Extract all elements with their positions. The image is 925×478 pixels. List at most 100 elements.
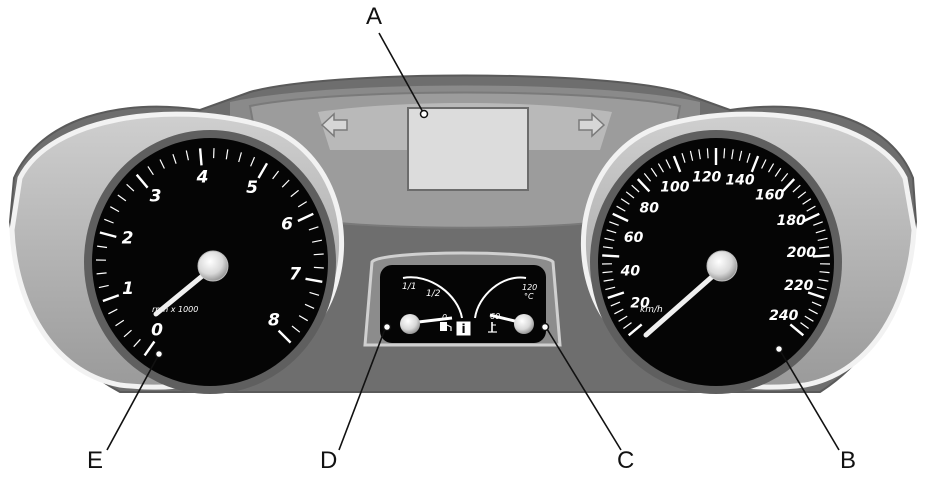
tachometer-tick [305, 277, 323, 283]
speedometer-number-20: 20 [630, 295, 650, 311]
tachometer-tick [308, 226, 319, 231]
speedometer-tick [819, 271, 830, 274]
tachometer-number-2: 2 [122, 229, 134, 249]
tachometer-tick [102, 294, 120, 303]
fuel-full-label: 1/1 [402, 282, 416, 292]
speedometer-tick [738, 150, 743, 161]
tachometer-tick [185, 150, 189, 161]
tachometer-tick [257, 162, 269, 179]
tachometer-tick [277, 329, 292, 344]
fuel-pump-icon [440, 322, 452, 331]
tachometer-number-7: 7 [289, 265, 301, 285]
speedometer-tick [746, 153, 751, 163]
info-icon-glyph: i [461, 322, 465, 336]
speedometer-tick [706, 148, 709, 159]
speedometer-tick [815, 229, 826, 234]
left-turn-signal-icon [320, 112, 348, 138]
tachometer-tick [98, 284, 109, 289]
speedometer-tick [723, 148, 726, 159]
tachometer-number-8: 8 [268, 311, 280, 331]
tachometer-ticks [95, 148, 324, 357]
speedometer-tick [811, 301, 822, 307]
speedometer-tick [609, 221, 619, 226]
speedometer-number-40: 40 [620, 263, 641, 279]
speedometer-tick [800, 322, 809, 329]
fuel-gauge-hub [400, 314, 420, 334]
tachometer-tick [123, 329, 132, 338]
speedometer-needle [643, 265, 725, 338]
speedometer-tick [625, 191, 635, 199]
tachometer-tick [159, 159, 165, 169]
tachometer-tick [272, 170, 280, 180]
tachometer-hub [197, 250, 229, 282]
temperature-gauge: 120 °C 60 [474, 276, 537, 334]
information-display-screen [407, 107, 529, 191]
tachometer-tick [313, 266, 324, 269]
speedometer-tick [636, 178, 651, 193]
speedometer-tick [816, 286, 827, 291]
tachometer-tick [135, 173, 149, 189]
speedometer-number-100: 100 [660, 179, 689, 195]
speedometer-tick [761, 159, 767, 169]
info-icon: i [455, 320, 472, 337]
tachometer-tick [104, 218, 114, 224]
callout-b: B [840, 447, 856, 474]
tachometer-number-1: 1 [122, 279, 134, 299]
speedometer-tick [812, 254, 830, 258]
speedometer-tick [808, 308, 818, 315]
tachometer-tick [108, 308, 118, 315]
speedometer-tick [643, 173, 652, 182]
callout-e-line [106, 355, 159, 451]
speedometer-tick [781, 178, 796, 193]
speedometer-tick [803, 212, 820, 223]
callout-dots [154, 109, 784, 359]
tachometer-tick [290, 189, 299, 198]
tachometer-tick [304, 303, 315, 309]
callout-d-line [338, 328, 386, 451]
tachometer-tick [281, 179, 290, 188]
speedometer-tick [602, 246, 613, 249]
center-gauges: 1/1 1/2 0 i 120 °C 60 [363, 251, 562, 347]
speedometer-number-220: 220 [784, 278, 813, 294]
speedometer-tick [623, 322, 632, 329]
speedometer-tick [620, 198, 630, 205]
temp-gauge-hub [514, 314, 534, 334]
tachometer-tick [110, 206, 120, 213]
speedometer-number-240: 240 [769, 308, 798, 324]
callout-a-line [378, 32, 425, 115]
callout-c: C [617, 447, 634, 474]
callout-c-line [546, 328, 622, 451]
right-turn-signal-icon [578, 112, 606, 138]
speedometer-tick [607, 291, 625, 300]
speedometer-tick [792, 184, 801, 193]
speedometer-tick [804, 315, 814, 322]
tachometer-number-0: 0 [151, 321, 163, 341]
tachometer-tick [97, 245, 108, 249]
callout-lines [106, 32, 840, 451]
tachometer-number-5: 5 [246, 178, 258, 198]
speedometer-tick [605, 286, 616, 291]
speedometer-tick [657, 163, 665, 173]
speedometer-tick [610, 301, 621, 307]
speedometer-number-180: 180 [777, 213, 806, 229]
speedometer-unit-label: km/h [640, 305, 663, 315]
tachometer-tick [143, 340, 156, 357]
tachometer-tick [96, 272, 107, 275]
tachometer-number-3: 3 [150, 186, 162, 206]
tachometer-tick [297, 201, 308, 208]
tachometer-tick [291, 325, 301, 333]
speedometer-ticks [601, 148, 831, 337]
tachometer-tick [198, 148, 203, 166]
speedometer-number-80: 80 [640, 201, 660, 217]
speedometer-tick [698, 149, 701, 160]
speedometer-tick [813, 221, 823, 226]
speedometer-tick [616, 205, 626, 212]
tachometer-tick [117, 194, 127, 202]
speedometer-tick [602, 271, 613, 274]
speedometer-tick [789, 323, 805, 337]
speedometer-tick [806, 205, 816, 212]
temp-high-label: 120 [522, 283, 537, 292]
